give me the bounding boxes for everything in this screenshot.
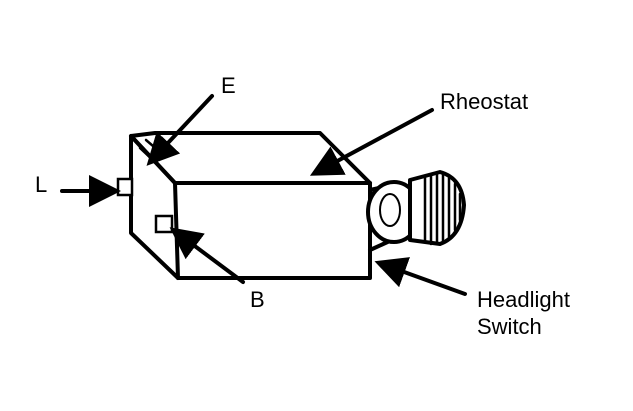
headlight-switch-leader <box>374 257 467 296</box>
label-b: B <box>250 287 265 312</box>
knob-collar-inner <box>379 193 401 227</box>
label-l: L <box>35 172 47 197</box>
l-terminal <box>116 177 134 197</box>
leader-lines <box>60 94 467 296</box>
b-terminal <box>154 214 174 234</box>
switch-front-face <box>173 181 372 280</box>
rheostat-knob <box>366 170 466 252</box>
label-e: E <box>221 73 236 98</box>
rheostat-leader <box>309 108 434 176</box>
b-leader <box>169 227 245 284</box>
knob-knurling <box>423 172 462 246</box>
label-rheostat: Rheostat <box>440 89 528 114</box>
e-leader <box>146 94 214 166</box>
label-headlight: Headlight <box>477 287 570 312</box>
label-switch: Switch <box>477 314 542 339</box>
